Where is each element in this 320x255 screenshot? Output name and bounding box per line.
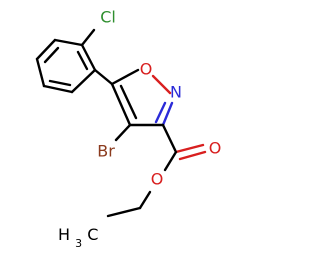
bond-carbonyl-ester-o xyxy=(163,150,178,172)
bond-ch2-ch3 xyxy=(106,206,142,218)
bond-c-cl xyxy=(80,28,96,47)
methyl-subscript: 3 xyxy=(75,237,82,250)
bond-c4-br xyxy=(114,123,132,142)
ring-nitrogen-label: N xyxy=(170,83,182,102)
isoxazole-ring xyxy=(110,68,174,127)
bond-o-n xyxy=(151,74,172,95)
bond-carbonyl-o xyxy=(174,143,205,154)
bond-benzene-inner-2 xyxy=(43,46,60,64)
ring-oxygen-label: O xyxy=(140,60,153,79)
bond-benzene-5 xyxy=(42,84,74,94)
bond-benzene-3 xyxy=(35,38,57,61)
benzene-ring xyxy=(35,38,97,94)
carbonyl-oxygen-label: O xyxy=(209,139,222,158)
bromine-atom-label: Br xyxy=(97,142,115,161)
bond-c3-carbonyl xyxy=(161,123,178,154)
bond-n-c3-double xyxy=(154,101,167,124)
bond-n-c3 xyxy=(161,101,174,127)
bond-benzene-2 xyxy=(53,38,84,47)
bond-benzene-inner-3 xyxy=(48,79,72,87)
methyl-h: H xyxy=(58,225,70,244)
bond-benzene-1 xyxy=(80,43,97,72)
chlorine-atom-label: Cl xyxy=(100,8,116,27)
bond-c4-c5 xyxy=(110,82,132,127)
bond-benzene-6 xyxy=(70,68,97,94)
bond-c5-o xyxy=(110,68,140,86)
methyl-label: H 3 C xyxy=(58,225,98,250)
bond-phenyl-isoxazole xyxy=(93,68,114,86)
ester-oxygen-label: O xyxy=(151,170,164,189)
methyl-c: C xyxy=(87,225,98,244)
bond-benzene-inner-1 xyxy=(76,50,89,71)
bond-benzene-4 xyxy=(35,57,46,88)
molecule-canvas: Cl O N Br O O xyxy=(35,8,222,250)
bond-ester-o-ch2 xyxy=(138,190,152,210)
bond-carbonyl-o-double xyxy=(178,150,207,161)
molecule-structure: Cl O N Br O O xyxy=(35,8,222,250)
bond-c4-c5-double xyxy=(119,84,138,120)
